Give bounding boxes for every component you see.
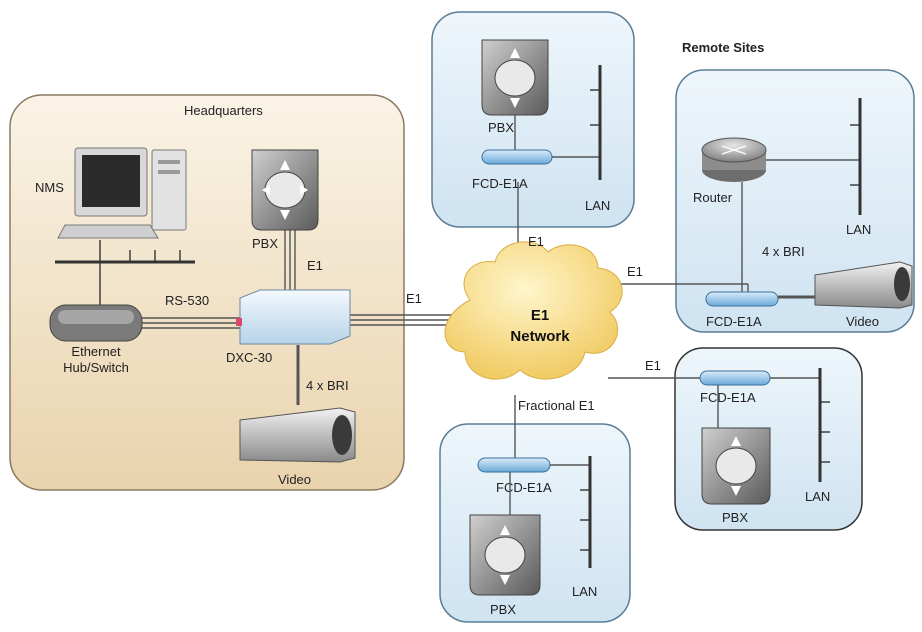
pbx-hq-label: PBX: [252, 236, 278, 251]
router-label: Router: [693, 190, 733, 205]
lan-right-bottom-label: LAN: [805, 489, 830, 504]
rs530-label: RS-530: [165, 293, 209, 308]
nms-lan-bus: [55, 240, 195, 305]
pbx-bottom-icon: [469, 514, 541, 596]
video-hq-label: Video: [278, 472, 311, 487]
lan-bottom-bus: [580, 456, 592, 568]
hub-label-line2: Hub/Switch: [63, 360, 129, 375]
pbx-bottom-label: PBX: [490, 602, 516, 617]
hub-label-line1: Ethernet: [71, 344, 121, 359]
fcd-right-top-label: FCD-E1A: [706, 314, 762, 329]
e1-network-cloud: [444, 241, 623, 380]
fcd-right-bottom-icon: [699, 370, 771, 386]
lan-top-label: LAN: [585, 198, 610, 213]
fcd-right-top-icon: [705, 291, 779, 307]
pbx-hq-link-lines: [284, 230, 296, 295]
lan-top-bus: [590, 65, 602, 180]
bottom-link-label: Fractional E1: [518, 398, 595, 413]
pbx-hq-link-label: E1: [307, 258, 323, 273]
router-icon: [701, 137, 767, 182]
bri-right-label: 4 x BRI: [762, 244, 805, 259]
pbx-right-bottom-icon: [701, 427, 771, 505]
fcd-right-bottom-label: FCD-E1A: [700, 390, 756, 405]
remote-site-right-top-panel: [675, 69, 915, 333]
nms-label: NMS: [35, 180, 64, 195]
lan-right-bottom-bus: [818, 368, 830, 482]
top-link-label: E1: [528, 234, 544, 249]
headquarters-title: Headquarters: [184, 103, 263, 118]
right-bottom-link-label: E1: [645, 358, 661, 373]
remote-sites-title: Remote Sites: [682, 40, 764, 55]
network-label-line1: E1: [531, 307, 549, 324]
lan-right-top-bus: [850, 98, 862, 215]
lan-right-top-label: LAN: [846, 222, 871, 237]
video-right-label: Video: [846, 314, 879, 329]
rs530-lines: [140, 317, 245, 329]
fcd-bottom-label: FCD-E1A: [496, 480, 552, 495]
lan-bottom-label: LAN: [572, 584, 597, 599]
video-right-icon: [814, 261, 913, 309]
hq-uplink-label: E1: [406, 291, 422, 306]
hq-bri-label: 4 x BRI: [306, 378, 349, 393]
fcd-top-icon: [481, 149, 553, 165]
pbx-top-icon: [481, 39, 549, 116]
dxc30-label: DXC-30: [226, 350, 272, 365]
pbx-top-label: PBX: [488, 120, 514, 135]
dxc30-icon: [236, 289, 351, 345]
fcd-top-label: FCD-E1A: [472, 176, 528, 191]
nms-computer-icon: [57, 147, 187, 239]
pbx-hq-icon: [251, 149, 319, 231]
pbx-right-bottom-label: PBX: [722, 510, 748, 525]
right-top-link-label: E1: [627, 264, 643, 279]
network-label-line2: Network: [510, 328, 570, 345]
fcd-bottom-icon: [477, 457, 551, 473]
ethernet-hub-icon: [49, 304, 143, 342]
video-hq-icon: [239, 407, 356, 463]
